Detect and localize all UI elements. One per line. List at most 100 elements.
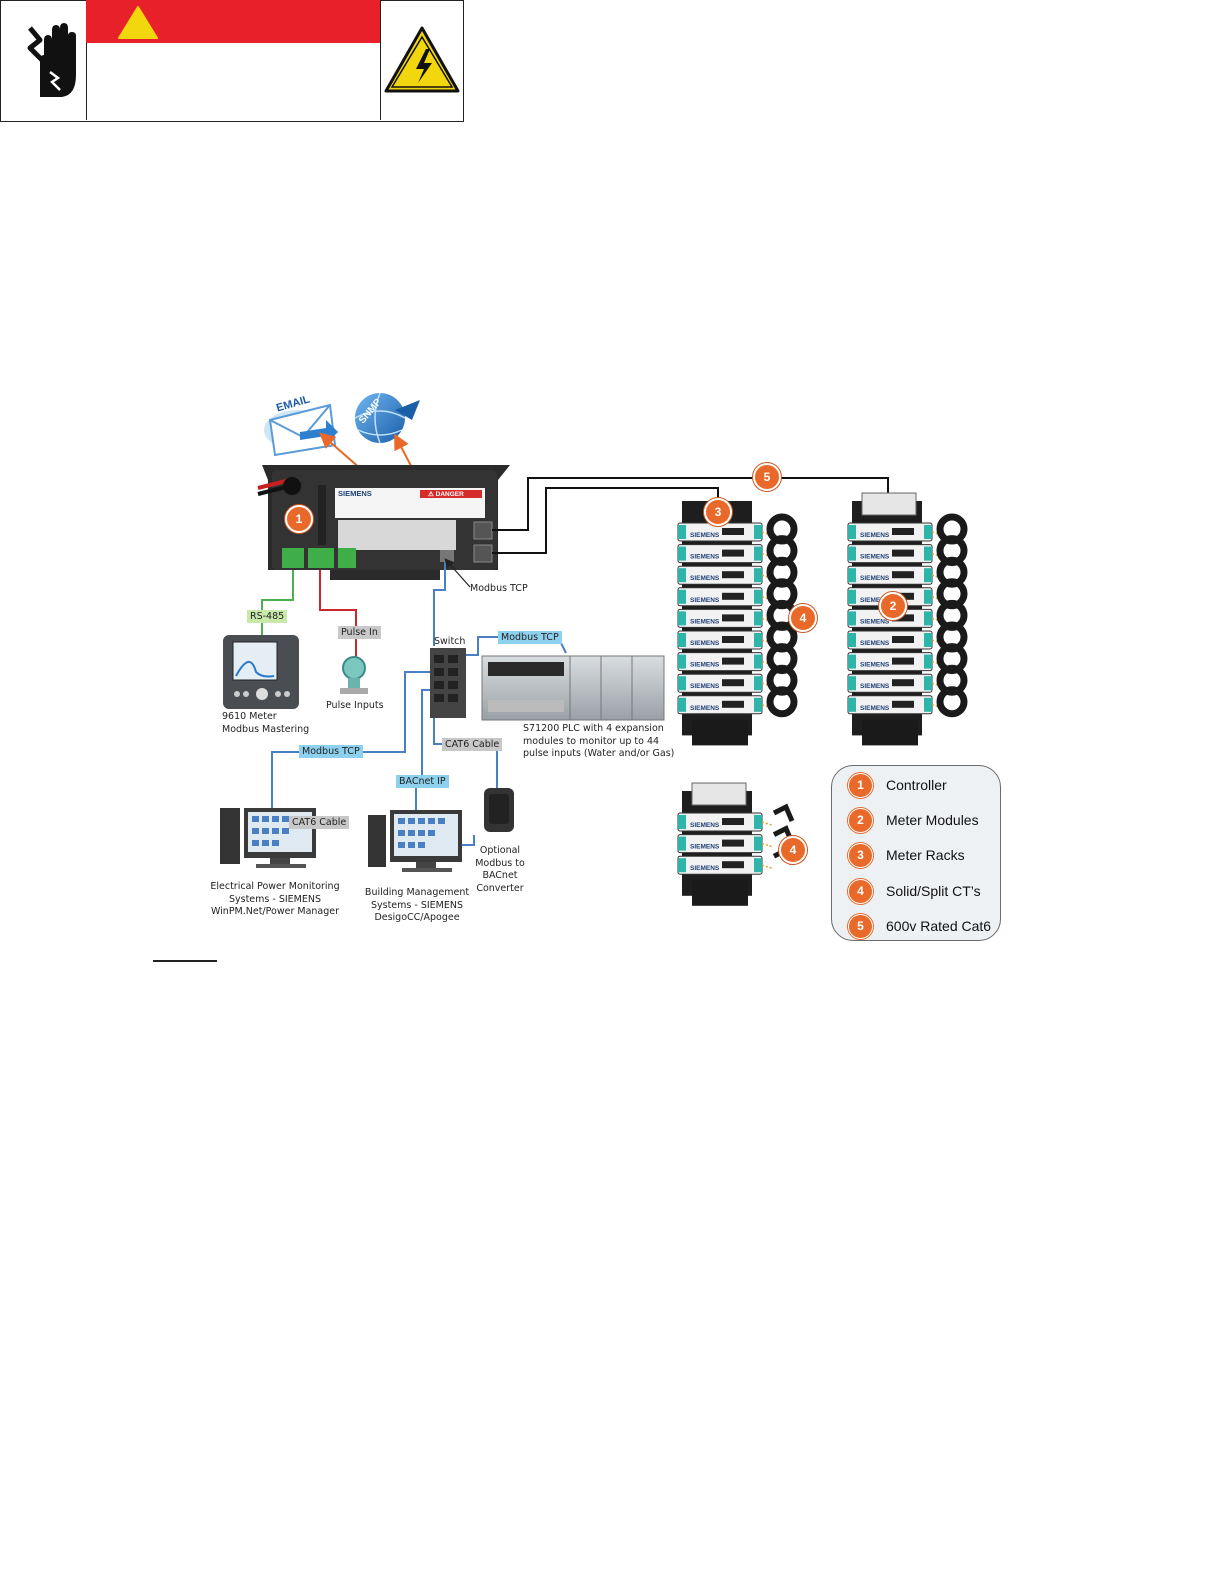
module-brand-text: SIEMENS: [690, 640, 720, 647]
module-display: [722, 592, 744, 600]
module-brand-text: SIEMENS: [690, 575, 720, 582]
switch-label: Switch: [434, 636, 466, 647]
module-teal-end: [754, 546, 762, 561]
meter-9610-label: 9610 Meter Modbus Mastering: [222, 711, 310, 735]
module-teal-end: [754, 858, 762, 873]
module-teal-end: [924, 633, 932, 647]
module-teal-end: [678, 815, 686, 829]
module-teal-end: [754, 676, 762, 691]
module-display: [722, 636, 744, 643]
module-brand-text: SIEMENS: [860, 597, 890, 604]
legend-label: Meter Racks: [886, 847, 965, 863]
module-display: [722, 571, 744, 579]
rack-header-module: [861, 492, 917, 516]
module-display: [892, 571, 914, 579]
module-teal-end: [754, 589, 762, 604]
module-brand-text: SIEMENS: [690, 844, 720, 851]
ct-lead: [761, 864, 773, 869]
split-ct-icon: [772, 803, 795, 822]
module-display: [722, 700, 744, 708]
module-display: [722, 861, 744, 869]
callout-ct-b: 4: [779, 836, 807, 864]
module-teal-end: [924, 697, 932, 712]
pulse-in-tag: Pulse In: [338, 626, 381, 639]
legend-label: Controller: [886, 777, 947, 793]
electric-shock-hand-icon: [27, 23, 76, 97]
module-teal-end: [754, 815, 762, 829]
modbus-tcp-label: Modbus TCP: [470, 583, 528, 594]
legend-label: Meter Modules: [886, 812, 979, 828]
module-brand-text: SIEMENS: [860, 705, 890, 712]
danger-warning-box: [0, 0, 464, 122]
9610-meter: [223, 635, 299, 709]
rack-base: [692, 719, 748, 746]
callout-cat6: 5: [753, 463, 781, 491]
legend-number: 4: [848, 878, 873, 904]
rack-header-module: [691, 782, 747, 806]
module-display: [892, 549, 914, 557]
module-teal-end: [754, 836, 762, 851]
module-teal-end: [678, 589, 686, 604]
legend-number: 5: [848, 913, 873, 939]
bacnet-ip-tag: BACnet IP: [396, 775, 449, 788]
module-brand-text: SIEMENS: [690, 683, 720, 690]
modbus-tcp-pc-tag: Modbus TCP: [299, 745, 363, 758]
module-teal-end: [678, 633, 686, 647]
module-teal-end: [678, 654, 686, 669]
module-display: [722, 818, 744, 825]
module-teal-end: [848, 568, 856, 583]
legend-panel: 1 Controller 2 Meter Modules 3 Meter Rac…: [831, 765, 1001, 941]
legend-item-cts: 4 Solid/Split CT’s: [848, 878, 981, 904]
module-teal-end: [924, 654, 932, 669]
legend-number: 2: [848, 807, 873, 833]
module-teal-end: [924, 611, 932, 626]
epms-label: Electrical Power Monitoring Systems - SI…: [210, 881, 340, 917]
legend-item-cat6: 5 600v Rated Cat6: [848, 913, 991, 939]
high-voltage-icon: [384, 26, 460, 93]
s71200-plc: [481, 655, 665, 721]
module-teal-end: [924, 568, 932, 583]
module-teal-end: [678, 525, 686, 539]
module-display: [722, 839, 744, 847]
rs485-tag: RS-485: [247, 610, 288, 623]
callout-ct-a: 4: [789, 604, 817, 632]
module-display: [892, 636, 914, 643]
legend-item-meter-racks: 3 Meter Racks: [848, 842, 965, 868]
controller-brand: SIEMENS: [338, 489, 372, 498]
callout-meter-modules: 2: [879, 592, 907, 620]
module-brand-text: SIEMENS: [690, 618, 720, 625]
module-brand-text: SIEMENS: [690, 532, 720, 539]
rack-base: [862, 719, 918, 746]
module-brand-text: SIEMENS: [860, 662, 890, 669]
controller-danger-label: ⚠ DANGER: [428, 491, 464, 498]
module-teal-end: [678, 858, 686, 873]
module-brand-text: SIEMENS: [860, 554, 890, 561]
module-brand-text: SIEMENS: [690, 865, 720, 872]
module-teal-end: [848, 676, 856, 691]
module-teal-end: [848, 589, 856, 604]
module-brand-text: SIEMENS: [690, 597, 720, 604]
module-brand-text: SIEMENS: [690, 705, 720, 712]
bms-workstation: [368, 810, 462, 872]
module-display: [722, 679, 744, 687]
shock-hazard-panel: [0, 0, 87, 120]
module-display: [892, 614, 914, 622]
legend-label: 600v Rated Cat6: [886, 918, 992, 934]
solid-ct-icon: [766, 686, 798, 718]
converter-label: Optional Modbus to BACnet Converter: [475, 845, 525, 894]
module-brand-text: SIEMENS: [860, 532, 890, 539]
module-display: [892, 700, 914, 708]
controller-device: [257, 465, 510, 580]
ct-lead: [761, 821, 773, 826]
bms-label: Building Management Systems - SIEMENS De…: [364, 887, 470, 923]
module-brand-text: SIEMENS: [690, 822, 720, 829]
module-display: [722, 549, 744, 557]
module-brand-text: SIEMENS: [860, 683, 890, 690]
module-teal-end: [678, 836, 686, 851]
legend-label: Solid/Split CT’s: [886, 883, 981, 899]
module-teal-end: [678, 546, 686, 561]
module-brand-text: SIEMENS: [690, 554, 720, 561]
module-teal-end: [754, 697, 762, 712]
meter-racks: SIEMENS SIEMENS SIEMENS SIEMENS SIEMENS SIEME…: [677, 492, 968, 906]
danger-signal-panel: [86, 0, 381, 120]
